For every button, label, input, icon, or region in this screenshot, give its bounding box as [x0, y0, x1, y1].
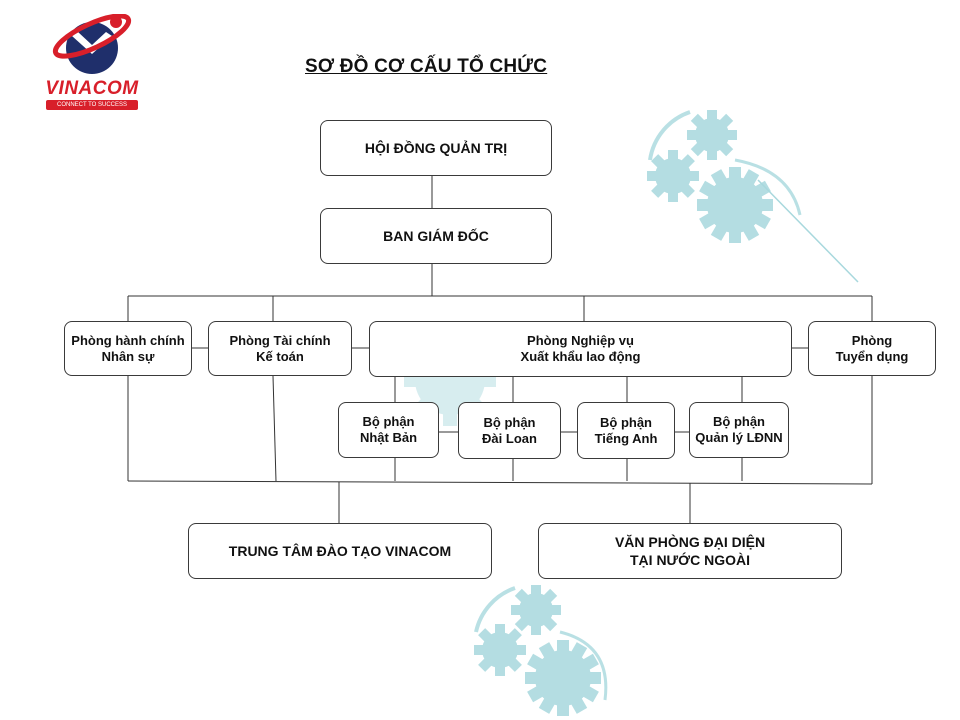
- logo-wordmark: VINACOM: [45, 78, 139, 99]
- node-training-center: TRUNG TÂM ĐÀO TẠO VINACOM: [188, 523, 492, 579]
- logo-tagline: CONNECT TO SUCCESS: [46, 100, 138, 110]
- node-label: HỘI ĐỒNG QUẢN TRỊ: [364, 140, 508, 156]
- node-taiwan: Bộ phận Đài Loan: [458, 402, 561, 459]
- node-label: Nhật Bản: [359, 430, 418, 445]
- node-finance: Phòng Tài chính Kế toán: [208, 321, 352, 376]
- node-label: VĂN PHÒNG ĐẠI DIỆN: [614, 534, 766, 550]
- node-recruitment: Phòng Tuyển dụng: [808, 321, 936, 376]
- node-label: Phòng: [851, 332, 893, 348]
- node-admin-hr: Phòng hành chính Nhân sự: [64, 321, 192, 376]
- node-labor-export: Phòng Nghiệp vụ Xuất khẩu lao động: [369, 321, 792, 377]
- node-label: BAN GIÁM ĐỐC: [383, 228, 489, 244]
- globe-icon: [52, 13, 132, 74]
- node-label: Xuất khẩu lao động: [520, 349, 641, 364]
- node-label: Phòng Tài chính: [229, 332, 331, 348]
- node-label: Phòng Nghiệp vụ: [527, 333, 634, 348]
- node-label: Tuyển dụng: [835, 348, 909, 364]
- node-ldnn: Bộ phận Quản lý LĐNN: [689, 402, 789, 458]
- page-title: SƠ ĐỒ CƠ CẤU TỔ CHỨC: [305, 56, 548, 77]
- node-label: Bộ phận: [362, 414, 415, 429]
- node-rep-office: VĂN PHÒNG ĐẠI DIỆN TẠI NƯỚC NGOÀI: [538, 523, 842, 579]
- node-japan: Bộ phận Nhật Bản: [338, 402, 439, 458]
- vinacom-logo: VINACOM CONNECT TO SUCCESS: [40, 13, 144, 110]
- node-label: Quản lý LĐNN: [695, 430, 783, 445]
- connector-bottom-bus: [127, 480, 873, 485]
- node-board: HỘI ĐỒNG QUẢN TRỊ: [320, 120, 552, 176]
- node-directors: BAN GIÁM ĐỐC: [320, 208, 552, 264]
- node-label: Phòng hành chính: [71, 332, 185, 348]
- node-english: Bộ phận Tiếng Anh: [577, 402, 675, 459]
- node-label: Nhân sự: [101, 348, 155, 364]
- node-label: Bộ phận: [600, 414, 652, 430]
- node-label: Bộ phận: [483, 414, 536, 430]
- node-label: TẠI NƯỚC NGOÀI: [630, 552, 750, 568]
- node-label: Kế toán: [256, 348, 304, 364]
- node-label: TRUNG TÂM ĐÀO TẠO VINACOM: [228, 543, 452, 559]
- node-label: Tiếng Anh: [594, 430, 658, 446]
- gear-cluster-bottom: [474, 585, 601, 716]
- node-label: Đài Loan: [482, 430, 537, 446]
- node-label: Bộ phận: [713, 414, 765, 429]
